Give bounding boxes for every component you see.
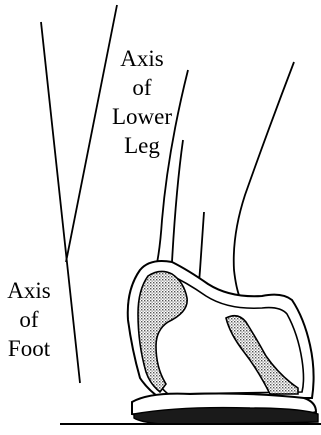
foot-axis-label: Axis of Foot [0, 276, 58, 363]
sole-heel-wedge [134, 408, 318, 424]
lower-leg-label-line-2: of [97, 73, 187, 102]
foot-label-line-2: of [0, 305, 58, 334]
shin-line [234, 62, 294, 298]
lower-leg-axis-label: Axis of Lower Leg [97, 44, 187, 160]
foot-label-line-3: Foot [0, 334, 58, 363]
lower-leg-label-line-3: Lower [97, 102, 187, 131]
foot-label-line-1: Axis [0, 276, 58, 305]
lower-leg-label-line-1: Axis [97, 44, 187, 73]
lower-leg-label-line-4: Leg [97, 131, 187, 160]
